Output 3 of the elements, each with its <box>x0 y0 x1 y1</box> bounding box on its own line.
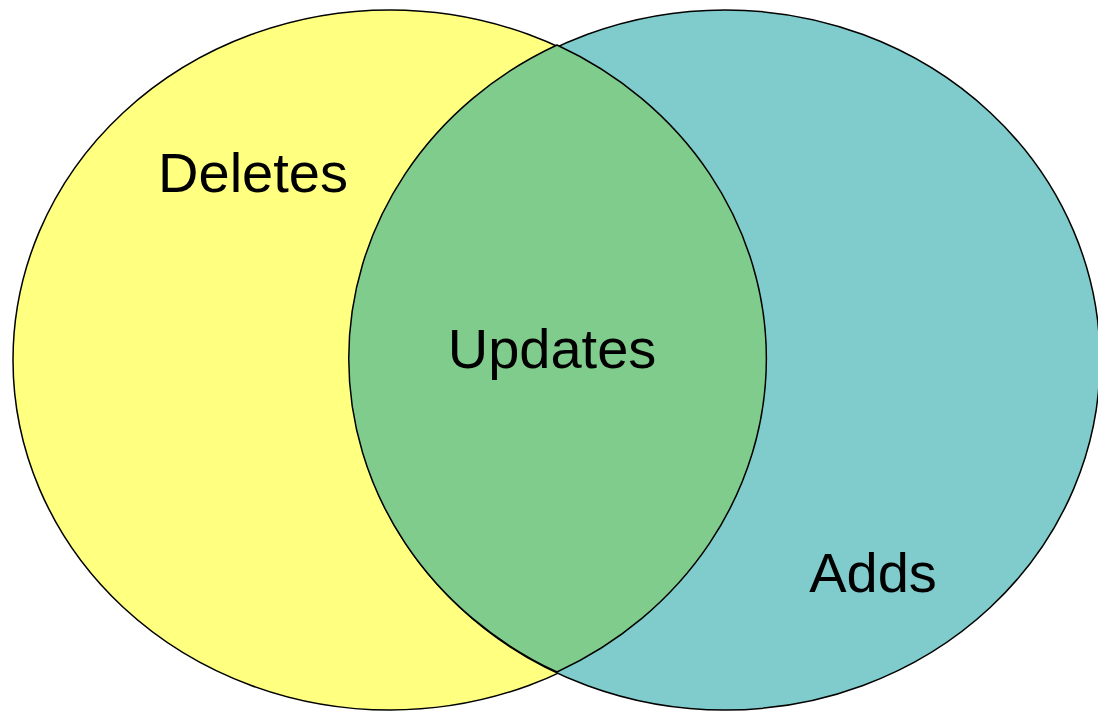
set-label: Updates <box>447 315 657 381</box>
set-label: Deletes <box>158 139 348 205</box>
set-label: Adds <box>809 539 937 605</box>
